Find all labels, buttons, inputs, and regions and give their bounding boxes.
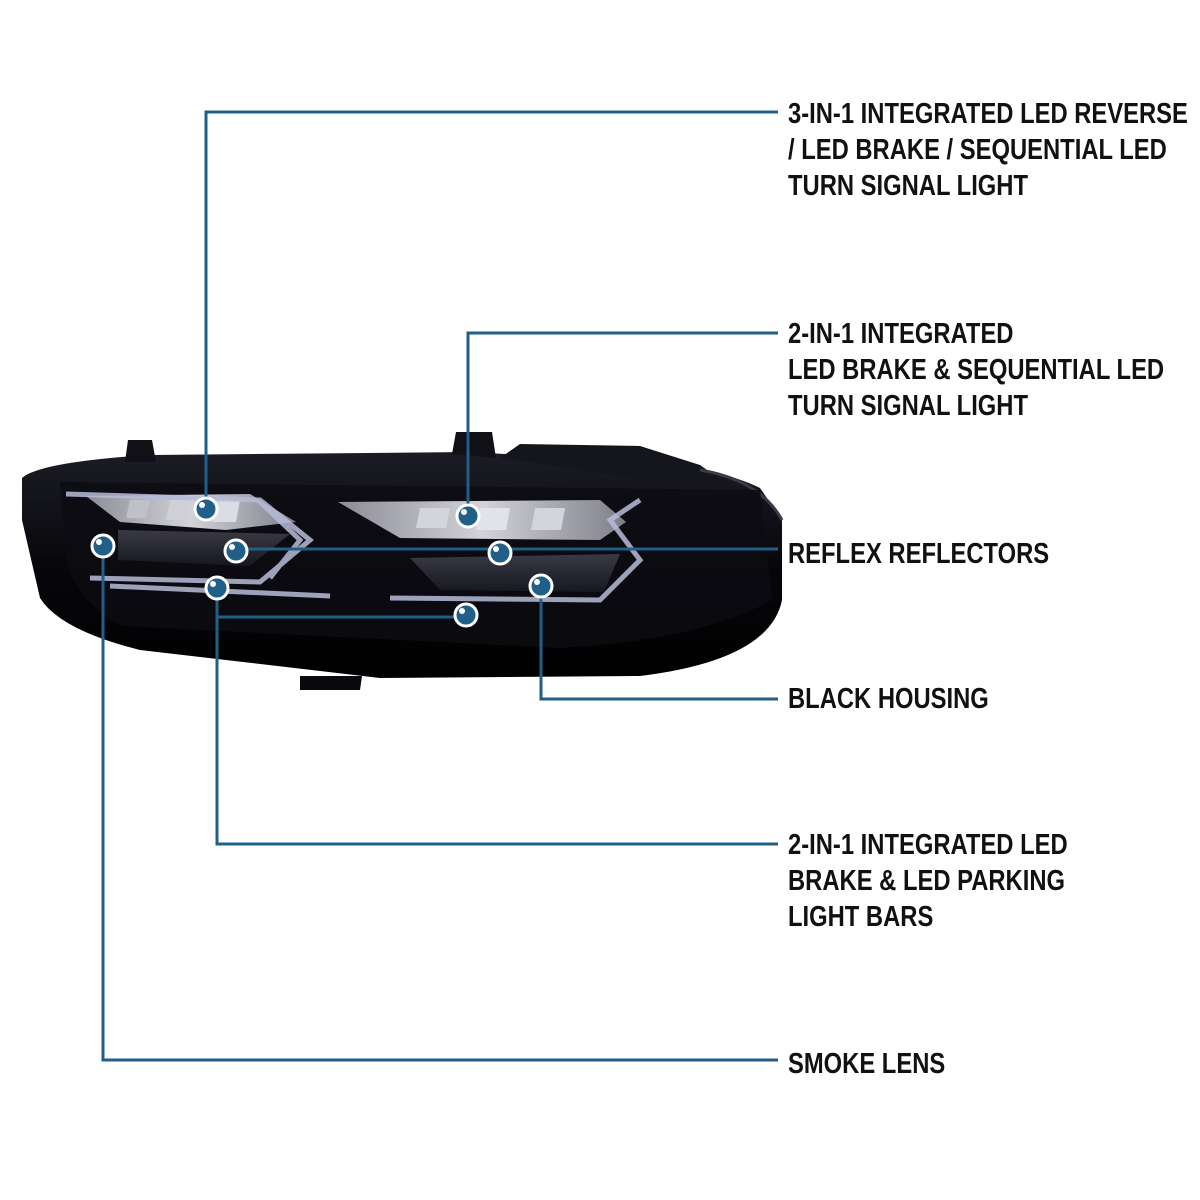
callout-line: 2-IN-1 INTEGRATED LED (788, 829, 1068, 861)
callout-reverse-brake-turn: 3-IN-1 INTEGRATED LED REVERSE / LED BRAK… (788, 96, 1188, 204)
callout-line: BLACK HOUSING (788, 683, 989, 715)
leader-line-brake-turn (466, 331, 778, 515)
callout-line: BRAKE & LED PARKING (788, 865, 1066, 897)
callout-line: TURN SIGNAL LIGHT (788, 390, 1029, 422)
marker-dot-black-housing (528, 573, 554, 599)
callout-line: TURN SIGNAL LIGHT (788, 170, 1029, 202)
callout-line: REFLEX REFLECTORS (788, 538, 1050, 570)
marker-dot-brake-parking-bar-lower (453, 602, 479, 628)
callout-brake-turn: 2-IN-1 INTEGRATED LED BRAKE & SEQUENTIAL… (788, 316, 1164, 424)
marker-dot-smoke-lens (90, 533, 116, 559)
marker-dot-reverse-brake-turn (193, 496, 219, 522)
reverse-brake-turn-lens (86, 494, 296, 530)
callout-black-housing: BLACK HOUSING (788, 681, 989, 717)
callout-brake-parking-bars: 2-IN-1 INTEGRATED LED BRAKE & LED PARKIN… (788, 827, 1068, 935)
marker-dot-reflex-reflector-left (223, 538, 249, 564)
callout-smoke-lens: SMOKE LENS (788, 1046, 945, 1082)
callout-reflex-reflectors: REFLEX REFLECTORS (788, 536, 1049, 572)
callout-line: LIGHT BARS (788, 901, 934, 933)
marker-dot-brake-turn (455, 503, 481, 529)
callout-line: SMOKE LENS (788, 1048, 946, 1080)
marker-dot-brake-parking-bar-upper (204, 575, 230, 601)
leader-line-reverse-brake-turn (204, 110, 778, 507)
leader-line-smoke-lens (101, 545, 778, 1062)
leader-line-black-housing (539, 584, 778, 701)
brake-turn-lens (338, 500, 626, 540)
leader-line-brake-parking-bars (215, 589, 778, 846)
reflex-reflectors (118, 530, 620, 592)
callout-line: / LED BRAKE / SEQUENTIAL LED (788, 134, 1167, 166)
callout-line: LED BRAKE & SEQUENTIAL LED (788, 354, 1165, 386)
callout-line: 2-IN-1 INTEGRATED (788, 318, 1014, 350)
callout-line: 3-IN-1 INTEGRATED LED REVERSE (788, 98, 1188, 130)
marker-dot-reflex-reflector-right (487, 540, 513, 566)
